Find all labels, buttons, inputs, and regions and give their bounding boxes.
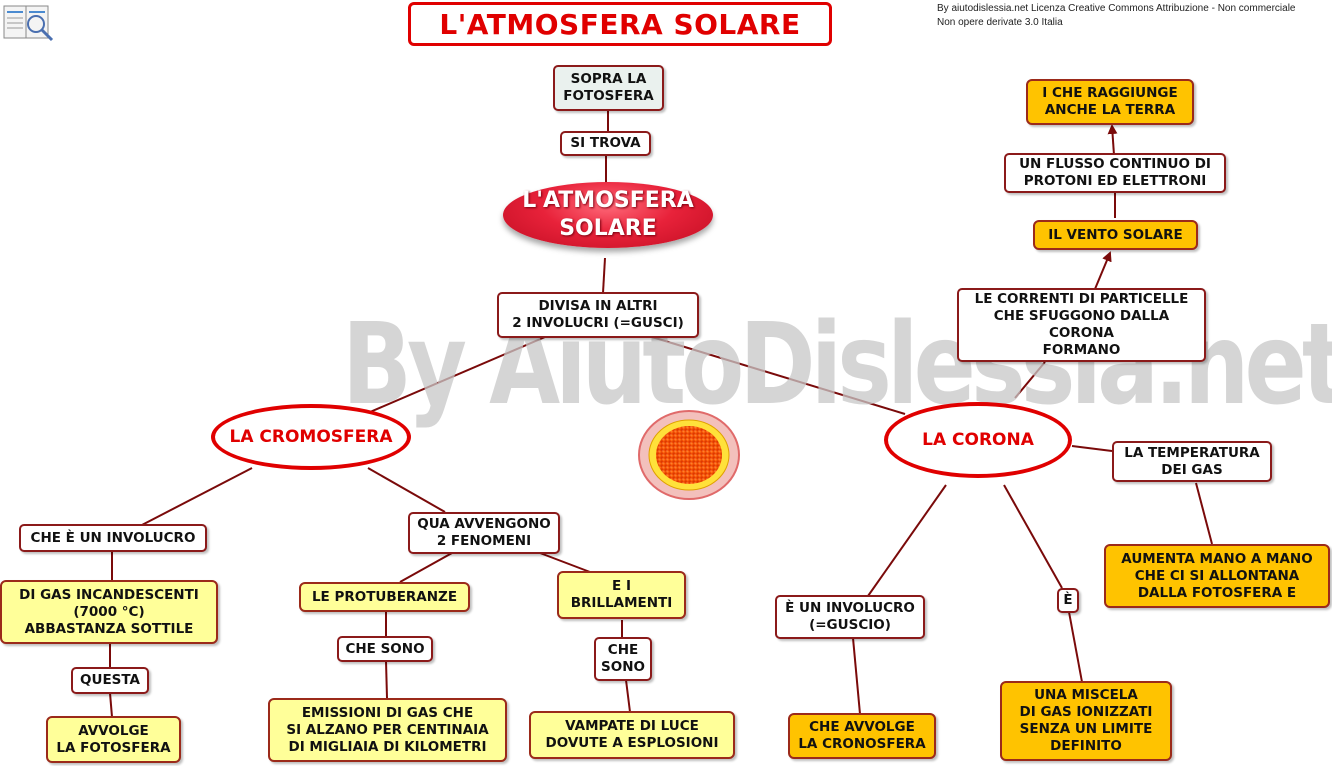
page-title: L'ATMOSFERA SOLARE [408,2,832,46]
node-divisa: DIVISA IN ALTRI 2 INVOLUCRI (=GUSCI) [497,292,699,338]
node-che-sono-2: CHE SONO [594,637,652,681]
sun-image [638,410,740,500]
node-raggiunge-terra: I CHE RAGGIUNGE ANCHE LA TERRA [1026,79,1194,125]
node-vento-solare: IL VENTO SOLARE [1033,220,1198,250]
node-emissioni: EMISSIONI DI GAS CHE SI ALZANO PER CENTI… [268,698,507,762]
license-note: By aiutodislessia.net Licenza Creative C… [937,2,1296,30]
node-che-e-involucro: CHE È UN INVOLUCRO [19,524,207,552]
node-vampate: VAMPATE DI LUCE DOVUTE A ESPLOSIONI [529,711,735,759]
node-si-trova: SI TROVA [560,131,651,156]
logo-icon [3,5,54,42]
node-flusso-continuo: UN FLUSSO CONTINUO DI PROTONI ED ELETTRO… [1004,153,1226,193]
node-qua-avvengono: QUA AVVENGONO 2 FENOMENI [408,512,560,554]
center-node: L'ATMOSFERA SOLARE [503,182,713,248]
node-temperatura-gas: LA TEMPERATURA DEI GAS [1112,441,1272,482]
license-line-1: By aiutodislessia.net Licenza Creative C… [937,3,1296,14]
node-brillamenti: E I BRILLAMENTI [557,571,686,619]
node-che-sono-1: CHE SONO [337,636,433,662]
license-line-2: Non opere derivate 3.0 Italia [937,17,1063,28]
node-e-un-involucro: È UN INVOLUCRO (=GUSCIO) [775,595,925,639]
node-correnti-particelle: LE CORRENTI DI PARTICELLE CHE SFUGGONO D… [957,288,1206,362]
ellipse-cromosfera: LA CROMOSFERA [211,404,411,470]
node-protuberanze: LE PROTUBERANZE [299,582,470,612]
node-sopra-fotosfera: SOPRA LA FOTOSFERA [553,65,664,111]
node-avvolge-cronosfera: CHE AVVOLGE LA CRONOSFERA [788,713,936,759]
node-gas-incandescenti: DI GAS INCANDESCENTI (7000 °C) ABBASTANZ… [0,580,218,644]
node-miscela: UNA MISCELA DI GAS IONIZZATI SENZA UN LI… [1000,681,1172,761]
ellipse-corona: LA CORONA [884,402,1072,478]
node-aumenta: AUMENTA MANO A MANO CHE CI SI ALLONTANA … [1104,544,1330,608]
node-questa: QUESTA [71,667,149,694]
node-avvolge-fotosfera: AVVOLGE LA FOTOSFERA [46,716,181,763]
node-e: È [1057,588,1079,613]
